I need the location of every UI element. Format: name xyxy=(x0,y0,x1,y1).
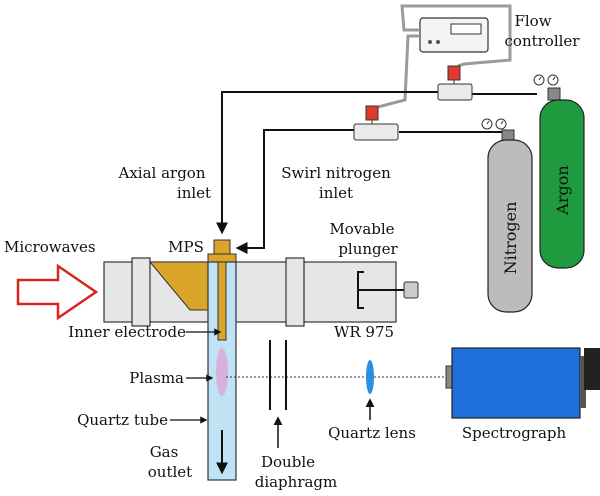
swirl-nitrogen-label-line1: Swirl nitrogen xyxy=(281,164,391,182)
argon-label: Argon xyxy=(553,165,572,215)
flow-controller-label-line2: controller xyxy=(505,32,581,50)
controller-cables xyxy=(373,4,512,110)
gas-outlet-label-line2: outlet xyxy=(148,463,192,481)
mps-label: MPS xyxy=(168,238,204,256)
label-pointers xyxy=(170,328,222,424)
mps-connector xyxy=(207,239,237,263)
inner-electrode-label: Inner electrode xyxy=(68,323,186,341)
microwave-arrow xyxy=(16,263,99,321)
double-diaphragm xyxy=(269,340,287,410)
flow-controller-device xyxy=(419,17,489,53)
plasma-glow xyxy=(216,348,228,396)
movable-plunger-label-line1: Movable xyxy=(329,220,394,238)
argon-flow-valve xyxy=(437,65,473,101)
spectrograph-label: Spectrograph xyxy=(462,424,567,442)
spectrograph-device xyxy=(445,347,600,419)
quartz-tube-label: Quartz tube xyxy=(77,411,168,429)
movable-plunger-label-line2: plunger xyxy=(338,240,398,258)
plasma-label: Plasma xyxy=(129,369,184,387)
axial-argon-label-line1: Axial argon xyxy=(117,164,205,182)
nitrogen-cylinder xyxy=(487,129,533,313)
microwaves-label: Microwaves xyxy=(4,238,96,256)
flow-controller-label-line1: Flow xyxy=(514,12,551,30)
nitrogen-label: Nitrogen xyxy=(501,202,520,275)
double-diaphragm-label-line2: diaphragm xyxy=(255,473,338,491)
gas-outlet-label-line1: Gas xyxy=(150,443,179,461)
argon-cylinder xyxy=(539,87,585,269)
swirl-nitrogen-label-line2: inlet xyxy=(319,184,353,202)
nitrogen-flow-valve xyxy=(353,105,399,141)
axial-argon-label-line2: inlet xyxy=(177,184,211,202)
movable-plunger xyxy=(357,271,404,309)
wr975-label: WR 975 xyxy=(334,323,394,341)
pressure-gauges xyxy=(481,74,559,130)
plunger-knob[interactable] xyxy=(403,281,419,299)
gas-lines xyxy=(216,91,537,254)
waveguide xyxy=(103,257,397,327)
quartz-lens xyxy=(366,360,374,394)
double-diaphragm-label-line1: Double xyxy=(261,453,315,471)
quartz-lens-label: Quartz lens xyxy=(328,424,416,442)
